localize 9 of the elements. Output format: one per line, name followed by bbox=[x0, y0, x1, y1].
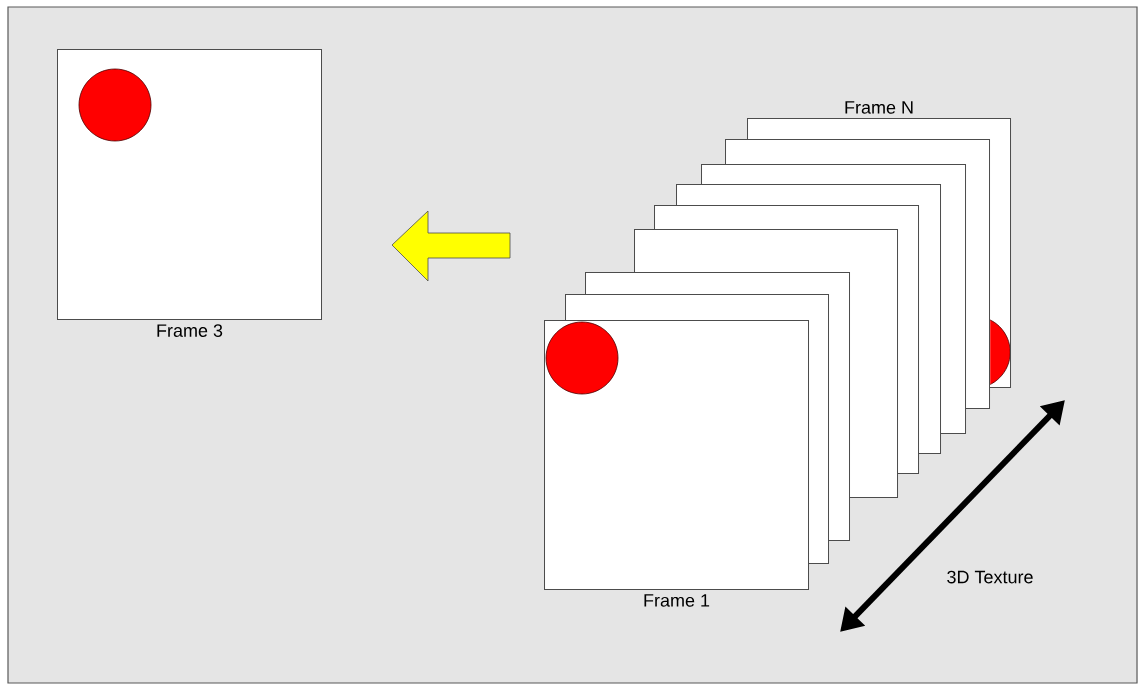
frame-box: Frame 3 bbox=[57, 49, 322, 337]
frame-box: Frame 1 bbox=[544, 320, 809, 607]
node-label: Frame 3 bbox=[157, 324, 223, 337]
ball bbox=[78, 68, 152, 142]
axis-label: 3D Texture bbox=[947, 570, 1033, 584]
block-arrow bbox=[391, 210, 511, 282]
node-label: Frame N bbox=[845, 101, 913, 114]
node-label: Frame 1 bbox=[644, 594, 710, 607]
ball bbox=[545, 321, 619, 395]
